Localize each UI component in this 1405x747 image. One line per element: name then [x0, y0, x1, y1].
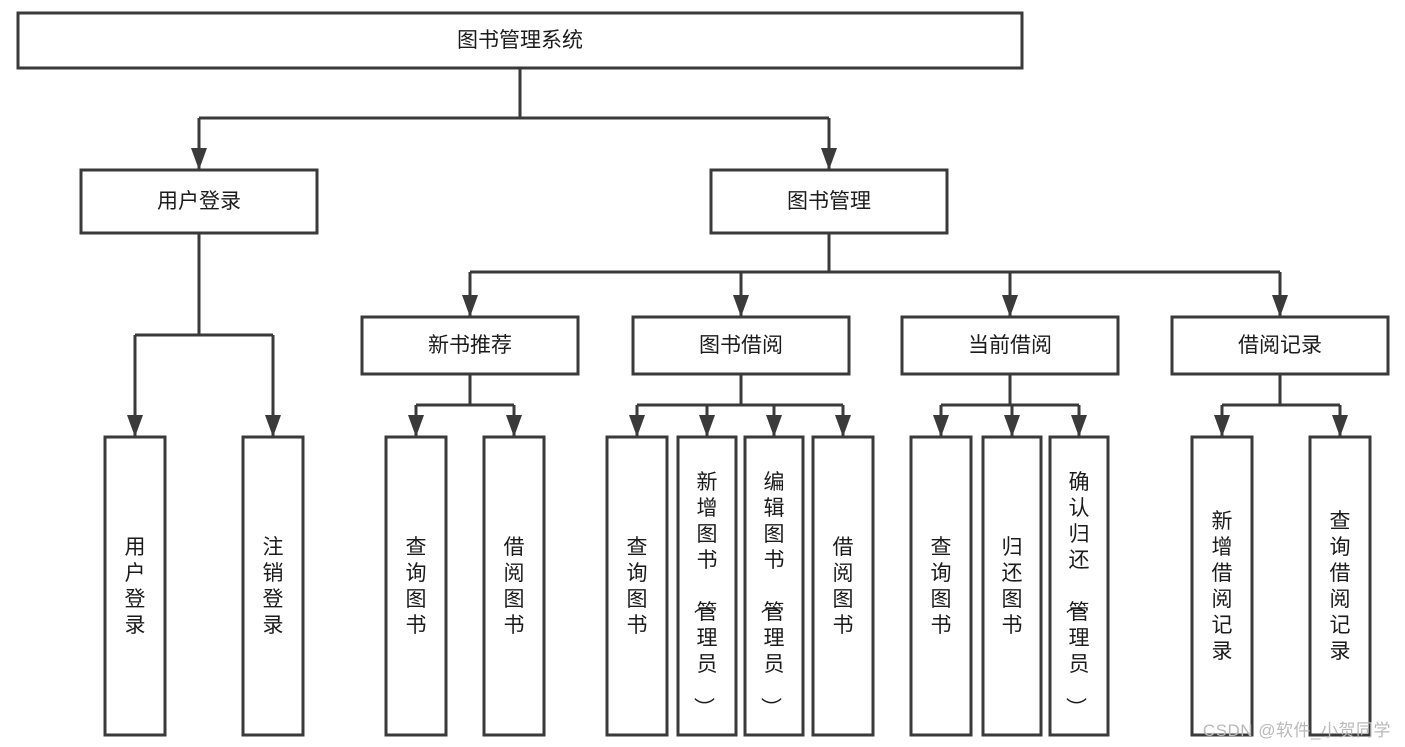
node-label: 查询图书 [406, 536, 427, 637]
node-label: 新增图书（管理员） [692, 471, 718, 718]
node-label: 确认归还（管理员） [1064, 471, 1090, 718]
node-借阅图书[interactable]: 借阅图书 [482, 435, 546, 737]
node-label: 图书管理系统 [457, 29, 583, 52]
node-label: 当前借阅 [968, 334, 1052, 357]
node-查询图书[interactable]: 查询图书 [384, 435, 448, 737]
node-确认归还管理员[interactable]: 确认归还（管理员） [1048, 435, 1110, 737]
node-label: 借阅图书 [504, 536, 525, 637]
node-查询图书[interactable]: 查询图书 [605, 435, 669, 737]
node-归还图书[interactable]: 归还图书 [981, 435, 1043, 737]
node-查询借阅记录[interactable]: 查询借阅记录 [1308, 435, 1372, 737]
node-label: 新书推荐 [428, 334, 512, 357]
node-label: 借阅记录 [1238, 334, 1322, 357]
arrow-head-icon [191, 148, 207, 170]
node-图书借阅[interactable]: 图书借阅 [631, 315, 851, 376]
node-图书管理[interactable]: 图书管理 [709, 168, 949, 235]
node-box-leaf[interactable] [676, 435, 738, 737]
arrow-head-icon [835, 415, 851, 437]
node-label: 注销登录 [263, 536, 284, 637]
node-box-level2[interactable] [709, 168, 949, 235]
node-label: 用户登录 [125, 536, 146, 637]
node-box-leaf[interactable] [1048, 435, 1110, 737]
node-label: 编辑图书（管理员） [759, 471, 785, 718]
node-box-leaf[interactable] [909, 435, 973, 737]
node-用户登录[interactable]: 用户登录 [79, 168, 319, 235]
arrow-head-icon [933, 415, 949, 437]
node-label: 查询借阅记录 [1330, 510, 1351, 663]
csdn-watermark: CSDN @软件_小贺同学 [1202, 721, 1391, 740]
node-box-leaf[interactable] [103, 435, 167, 737]
node-box-level2[interactable] [79, 168, 319, 235]
node-box-level3[interactable] [900, 315, 1120, 376]
node-layer: 图书管理系统用户登录图书管理新书推荐图书借阅当前借阅借阅记录用户登录注销登录查询… [16, 11, 1390, 737]
node-图书管理系统[interactable]: 图书管理系统 [16, 11, 1024, 70]
node-新增借阅记录[interactable]: 新增借阅记录 [1190, 435, 1254, 737]
node-label: 图书借阅 [699, 334, 783, 357]
node-借阅记录[interactable]: 借阅记录 [1170, 315, 1390, 376]
node-box-leaf[interactable] [1190, 435, 1254, 737]
node-label: 借阅图书 [833, 536, 854, 637]
arrow-head-icon [265, 415, 281, 437]
arrow-head-icon [733, 295, 749, 317]
arrow-head-icon [462, 295, 478, 317]
node-label: 用户登录 [157, 190, 241, 213]
arrow-head-icon [821, 148, 837, 170]
node-box-leaf[interactable] [743, 435, 805, 737]
arrow-head-icon [408, 415, 424, 437]
node-label: 新增借阅记录 [1212, 510, 1233, 663]
arrow-head-icon [629, 415, 645, 437]
arrow-head-icon [506, 415, 522, 437]
arrow-head-icon [1214, 415, 1230, 437]
arrow-head-icon [1002, 295, 1018, 317]
arrow-head-icon [1332, 415, 1348, 437]
node-box-leaf[interactable] [1308, 435, 1372, 737]
node-新书推荐[interactable]: 新书推荐 [360, 315, 580, 376]
node-label: 归还图书 [1002, 536, 1023, 637]
connector-layer [127, 68, 1348, 437]
node-box-leaf[interactable] [605, 435, 669, 737]
arrow-head-icon [127, 415, 143, 437]
node-box-leaf[interactable] [981, 435, 1043, 737]
node-label: 查询图书 [627, 536, 648, 637]
node-注销登录[interactable]: 注销登录 [241, 435, 305, 737]
node-box-level3[interactable] [360, 315, 580, 376]
node-box-leaf[interactable] [241, 435, 305, 737]
arrow-head-icon [699, 415, 715, 437]
node-box-root[interactable] [16, 11, 1024, 70]
node-编辑图书管理员[interactable]: 编辑图书（管理员） [743, 435, 805, 737]
arrow-head-icon [1004, 415, 1020, 437]
node-借阅图书[interactable]: 借阅图书 [811, 435, 875, 737]
arrow-head-icon [1071, 415, 1087, 437]
node-查询图书[interactable]: 查询图书 [909, 435, 973, 737]
node-box-level3[interactable] [631, 315, 851, 376]
node-label: 图书管理 [787, 190, 871, 213]
node-用户登录[interactable]: 用户登录 [103, 435, 167, 737]
node-label: 查询图书 [931, 536, 952, 637]
node-box-level3[interactable] [1170, 315, 1390, 376]
node-新增图书管理员[interactable]: 新增图书（管理员） [676, 435, 738, 737]
node-box-leaf[interactable] [811, 435, 875, 737]
node-box-leaf[interactable] [384, 435, 448, 737]
node-当前借阅[interactable]: 当前借阅 [900, 315, 1120, 376]
node-box-leaf[interactable] [482, 435, 546, 737]
arrow-head-icon [766, 415, 782, 437]
arrow-head-icon [1272, 295, 1288, 317]
